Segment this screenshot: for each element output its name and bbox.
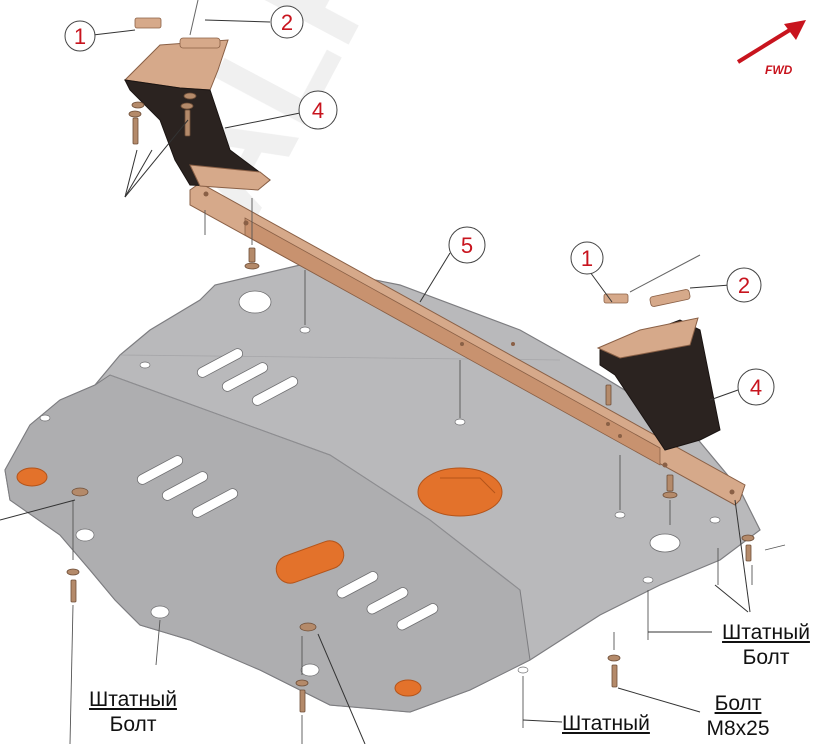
svg-text:4: 4 <box>312 98 324 123</box>
fwd-direction: FWD <box>736 20 806 77</box>
skid-plate <box>4 264 761 713</box>
callout-right-plate: 2 <box>726 267 762 303</box>
label-stock-bolt-bottom-text: Штатный <box>562 712 650 735</box>
hatch-large <box>417 467 503 517</box>
hatch-small-bottom <box>394 679 422 697</box>
hatch-oval <box>275 540 345 584</box>
hatch-small-left <box>16 467 48 487</box>
svg-text:2: 2 <box>738 273 750 298</box>
assembly-lines <box>69 198 786 744</box>
label-stock-bolt-right: Штатный Болт <box>712 620 820 670</box>
callout-crossbar: 5 <box>448 226 486 264</box>
left-bracket <box>123 0 271 191</box>
vent-slots <box>136 348 439 631</box>
svg-text:1: 1 <box>74 24 86 49</box>
fwd-arrow-head <box>784 20 806 40</box>
leader-lines <box>0 19 751 744</box>
label-stock-bolt-right-line1: Штатный <box>722 621 810 644</box>
svg-text:5: 5 <box>461 233 473 258</box>
callout-left-plate: 2 <box>270 5 304 39</box>
label-bolt-m8: Болт M8x25 <box>698 691 778 741</box>
svg-text:4: 4 <box>750 375 762 400</box>
right-bracket <box>596 254 721 451</box>
callout-right-bolt: 1 <box>570 241 604 275</box>
fwd-arrow <box>736 26 795 64</box>
fwd-label: FWD <box>765 63 793 77</box>
label-stock-bolt-left-line1: Штатный <box>89 688 177 711</box>
label-stock-bolt-left-line2: Болт <box>109 713 157 736</box>
callout-right-bracket: 4 <box>737 368 775 406</box>
label-stock-bolt-left: Штатный Болт <box>80 687 186 737</box>
crossbar <box>189 182 746 506</box>
callout-left-bracket: 4 <box>298 90 338 130</box>
svg-text:1: 1 <box>581 246 593 271</box>
callouts: 1 2 4 5 1 2 4 <box>64 5 775 406</box>
label-bolt-m8-line1: Болт <box>714 692 762 715</box>
service-hatches <box>16 467 503 697</box>
label-stock-bolt-right-line2: Болт <box>742 646 790 669</box>
callout-left-bolt: 1 <box>64 20 96 52</box>
svg-text:2: 2 <box>281 10 293 35</box>
label-bolt-m8-line2: M8x25 <box>706 717 770 740</box>
label-stock-bolt-bottom: Штатный <box>562 711 650 736</box>
fasteners <box>66 92 755 713</box>
